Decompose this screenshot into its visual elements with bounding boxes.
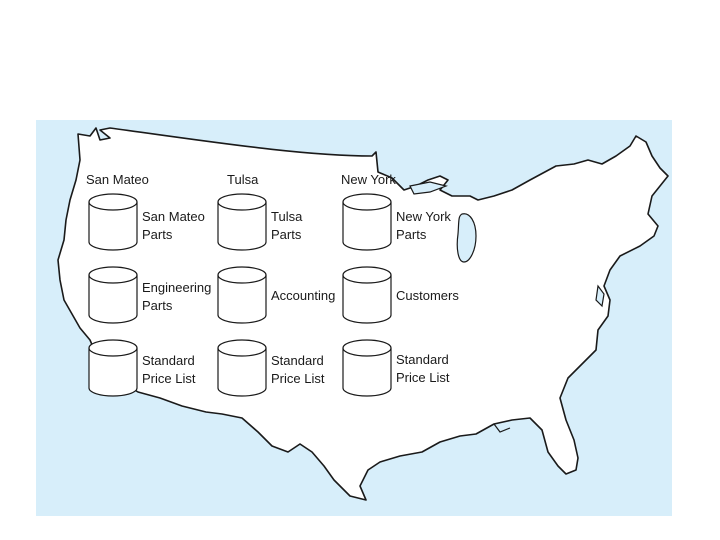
- database-icon-new-york-standard-price-list: [342, 339, 392, 397]
- database-icon-san-mateo-standard-price-list: [88, 339, 138, 397]
- gulf-coast-detail: [493, 423, 511, 433]
- database-icon-accounting: [217, 266, 267, 324]
- database-label-customers: Customers: [396, 288, 459, 303]
- database-icon-tulsa-standard-price-list: [217, 339, 267, 397]
- chesapeake-bay: [595, 284, 605, 308]
- database-icon-customers: [342, 266, 392, 324]
- great-lake-michigan: [456, 213, 477, 263]
- database-icon-new-york-parts: [342, 193, 392, 251]
- database-icon-engineering-parts: [88, 266, 138, 324]
- database-label-accounting: Accounting: [271, 288, 336, 303]
- database-icon-tulsa-parts: [217, 193, 267, 251]
- site-label-new-york: New York: [341, 172, 396, 187]
- great-lake-superior: [409, 181, 449, 195]
- site-label-tulsa: Tulsa: [227, 172, 259, 187]
- database-icon-san-mateo-parts: [88, 193, 138, 251]
- site-label-san-mateo: San Mateo: [86, 172, 149, 187]
